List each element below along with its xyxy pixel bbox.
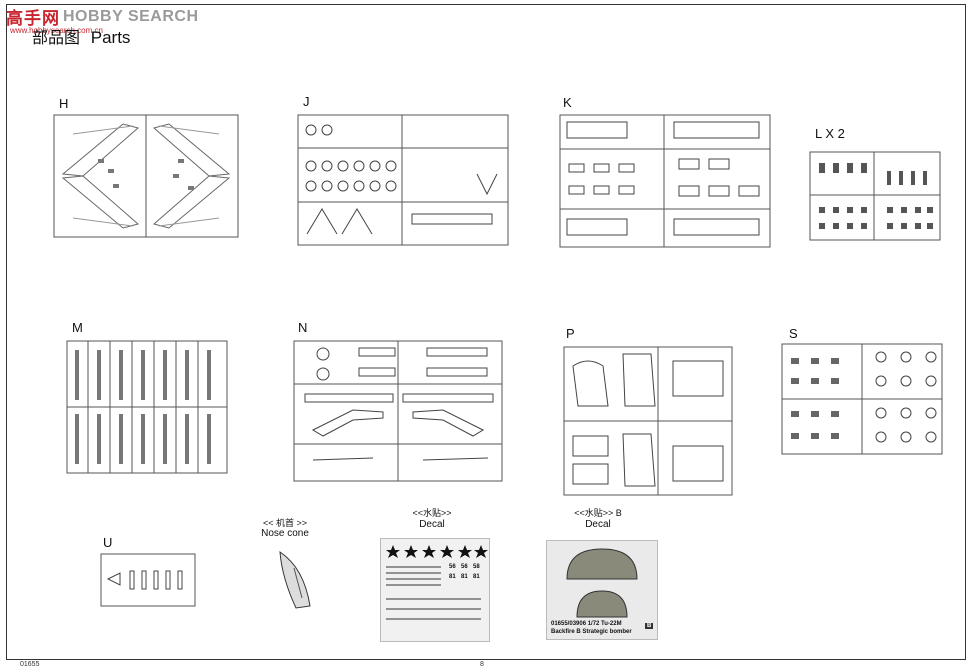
page-frame [6, 4, 966, 660]
decal-a-caption-cn: <<水贴>> [412, 508, 452, 518]
footer-left: 01655 [20, 661, 40, 668]
page-title-en: Parts [90, 28, 131, 47]
decal-b-tag: B [645, 623, 654, 629]
sprue-label-s: S [789, 326, 798, 341]
sprue-l-drawing [809, 151, 941, 241]
sprue-j-drawing [297, 114, 509, 246]
sprue-label-l: L X 2 [815, 126, 845, 141]
watermark: 高手网 HOBBY SEARCH www.hobbysearch.com.cn [6, 4, 199, 36]
sprue-u-drawing [100, 553, 196, 607]
decal-a-number: 56 [461, 564, 468, 570]
page-title-cn: 部品图 [32, 30, 81, 47]
sprue-label-j: J [303, 94, 310, 109]
decal-a-number: 81 [449, 574, 456, 580]
watermark-url: www.hobbysearch.com.cn [10, 26, 103, 35]
decal-b-code: 01655/03906 1/72 Tu-22M [551, 621, 622, 627]
decal-a-stars [386, 545, 488, 620]
decal-sheet-b: 01655/03906 1/72 Tu-22M Backfire B Strat… [546, 540, 658, 640]
decal-b-name: Backfire B Strategic bomber [551, 629, 632, 635]
sprue-s-drawing [781, 343, 943, 455]
sprue-p-drawing [563, 346, 733, 496]
decal-b-caption-en: Decal [585, 519, 611, 530]
decal-a-caption-en: Decal [419, 519, 445, 530]
sprue-k-drawing [559, 114, 771, 248]
sprue-label-k: K [563, 95, 572, 110]
sprue-label-n: N [298, 320, 308, 335]
sprue-h-drawing [53, 114, 239, 238]
nosecone-drawing [279, 551, 311, 609]
sprue-label-p: P [566, 326, 575, 341]
footer-right: 8 [480, 661, 484, 668]
decal-b-panels [566, 548, 638, 618]
decal-a-number: 56 [449, 564, 456, 570]
decal-b-caption-cn: <<水贴>> B [574, 508, 622, 518]
sprue-label-m: M [72, 320, 83, 335]
decal-a-number: 81 [461, 574, 468, 580]
nosecone-caption-cn: << 机首 >> [262, 518, 308, 528]
decal-a-number: 58 [473, 564, 480, 570]
decal-sheet-a: 56 56 58 81 81 81 [380, 538, 490, 642]
decal-a-number: 81 [473, 574, 480, 580]
watermark-site: HOBBY SEARCH [63, 7, 199, 25]
page-title: 部品图 Parts [32, 24, 130, 48]
sprue-label-h: H [59, 96, 69, 111]
sprue-m-drawing [66, 340, 228, 474]
nosecone-caption-en: Nose cone [261, 528, 309, 539]
sprue-n-drawing [293, 340, 503, 482]
watermark-logo: 高手网 [6, 9, 60, 28]
sprue-label-u: U [103, 535, 113, 550]
